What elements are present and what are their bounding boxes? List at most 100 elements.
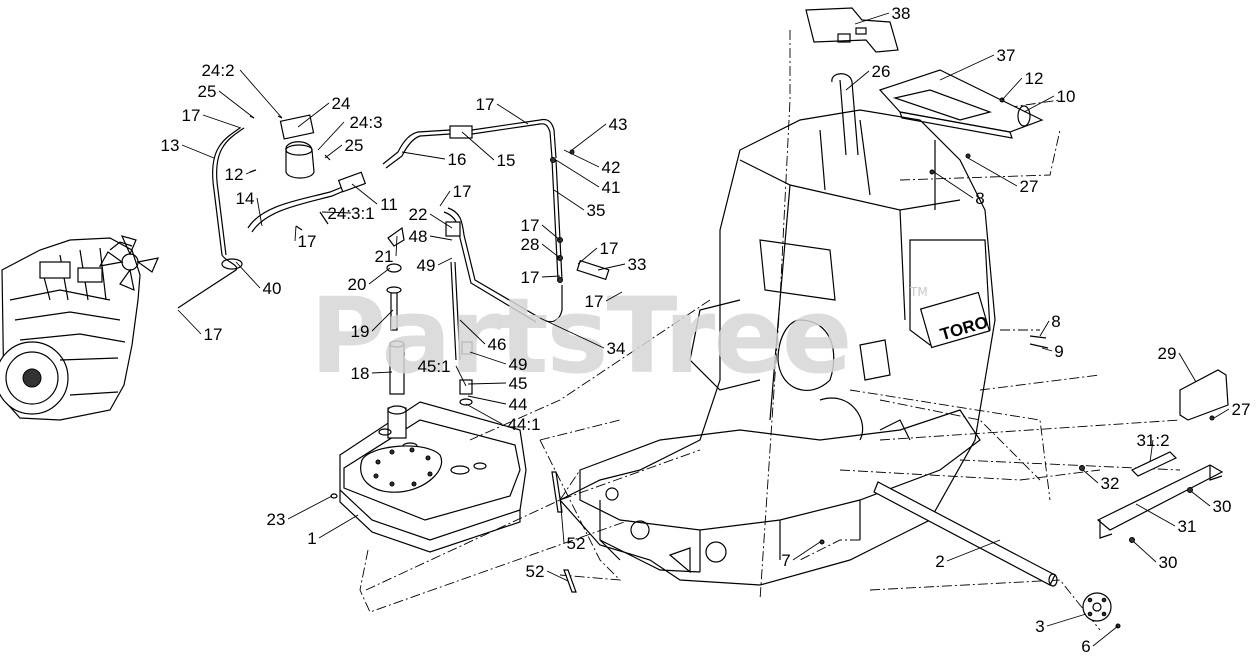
- callout-21: 21: [375, 247, 394, 266]
- callout-34: 34: [607, 339, 626, 358]
- leader-line: [177, 309, 202, 335]
- callout-10: 10: [1057, 87, 1076, 106]
- leader-line: [294, 225, 297, 242]
- leader-line: [437, 257, 453, 266]
- leader-line: [317, 121, 345, 151]
- leader-line: [967, 157, 1018, 187]
- leader-line: [455, 365, 467, 387]
- callout-16: 16: [448, 150, 467, 169]
- callout-17h: 17: [521, 268, 540, 287]
- leader-line: [324, 144, 343, 159]
- callout-3: 3: [1035, 617, 1044, 636]
- callout-45: 45: [509, 374, 528, 393]
- callout-31: 31: [1178, 517, 1197, 536]
- leader-line: [939, 54, 995, 81]
- callout-43: 43: [609, 115, 628, 134]
- callout-15: 15: [497, 151, 516, 170]
- leader-line: [245, 169, 256, 175]
- callout-17b: 17: [298, 232, 317, 251]
- callout-12a: 12: [225, 165, 244, 184]
- leader-line: [467, 382, 507, 385]
- leader-line: [577, 247, 598, 265]
- leader-line: [429, 213, 453, 229]
- leader-line: [605, 291, 623, 302]
- callout-30b: 30: [1159, 553, 1178, 572]
- leader-line: [1046, 613, 1087, 627]
- fuel-lines: [382, 118, 610, 361]
- leader-line: [368, 267, 391, 285]
- leader-line: [287, 495, 333, 520]
- leader-line: [1039, 320, 1050, 337]
- callout-42: 42: [602, 158, 621, 177]
- watermark: PartsTree TM: [310, 275, 928, 397]
- callout-6: 6: [1081, 637, 1090, 656]
- callout-26: 26: [872, 62, 891, 81]
- leader-line: [541, 243, 561, 259]
- callout-25a: 25: [198, 82, 217, 101]
- fuel-tank-assembly: [330, 226, 527, 553]
- leader-line: [467, 395, 507, 405]
- callout-24-2: 24:2: [201, 61, 234, 80]
- callout-17a: 17: [182, 106, 201, 125]
- leader-line: [429, 235, 453, 241]
- leader-line: [563, 149, 600, 168]
- leader-line: [321, 211, 352, 214]
- callout-49b: 49: [509, 355, 528, 374]
- leader-line: [553, 189, 585, 211]
- callout-24: 24: [332, 94, 351, 113]
- callout-52b: 52: [526, 562, 545, 581]
- leader-line: [539, 317, 605, 349]
- callout-14: 14: [236, 189, 255, 208]
- callout-7: 7: [781, 551, 790, 570]
- callout-49a: 49: [417, 256, 436, 275]
- callout-40: 40: [263, 279, 282, 298]
- leader-line: [1149, 439, 1154, 463]
- callout-19: 19: [351, 322, 370, 341]
- callout-12b: 12: [1025, 69, 1044, 88]
- leader-line: [559, 495, 565, 544]
- leader-line: [496, 103, 529, 125]
- leader-line: [202, 114, 242, 129]
- callout-17e: 17: [204, 325, 223, 344]
- callout-17f: 17: [521, 216, 540, 235]
- leader-line: [351, 183, 378, 205]
- leader-line: [1135, 503, 1176, 527]
- leader-line: [256, 197, 263, 227]
- callout-44-1: 44:1: [507, 415, 540, 434]
- callout-25b: 25: [345, 136, 364, 155]
- callout-30a: 30: [1213, 497, 1232, 516]
- callout-48: 48: [409, 227, 428, 246]
- callout-32: 32: [1101, 474, 1120, 493]
- leader-line: [461, 131, 495, 161]
- leader-line: [371, 309, 394, 332]
- rear-parts: [551, 97, 1229, 629]
- leader-line: [854, 12, 890, 25]
- leader-line: [469, 351, 507, 365]
- callout-52a: 52: [567, 534, 586, 553]
- top-plates: [805, 7, 1044, 139]
- callout-18: 18: [351, 364, 370, 383]
- watermark-trademark: TM: [909, 285, 928, 299]
- callout-17c: 17: [476, 95, 495, 114]
- fan-icon: [98, 235, 160, 292]
- leader-line: [297, 102, 330, 128]
- leader-line: [946, 539, 1001, 562]
- callout-22: 22: [409, 205, 428, 224]
- leader-line: [597, 263, 626, 271]
- leader-line: [239, 69, 283, 119]
- callout-45-1: 45:1: [417, 357, 450, 376]
- leader-line: [439, 190, 451, 207]
- leader-line: [1001, 77, 1023, 101]
- leader-line: [218, 90, 255, 119]
- leader-line: [1023, 95, 1055, 113]
- leader-line: [1041, 347, 1053, 352]
- callout-13: 13: [161, 136, 180, 155]
- callout-20: 20: [348, 275, 367, 294]
- leader-line: [1082, 469, 1099, 484]
- callout-24-3-1: 24:3:1: [327, 204, 374, 223]
- leader-line: [541, 275, 561, 278]
- callout-29: 29: [1158, 344, 1177, 363]
- callout-33: 33: [628, 255, 647, 274]
